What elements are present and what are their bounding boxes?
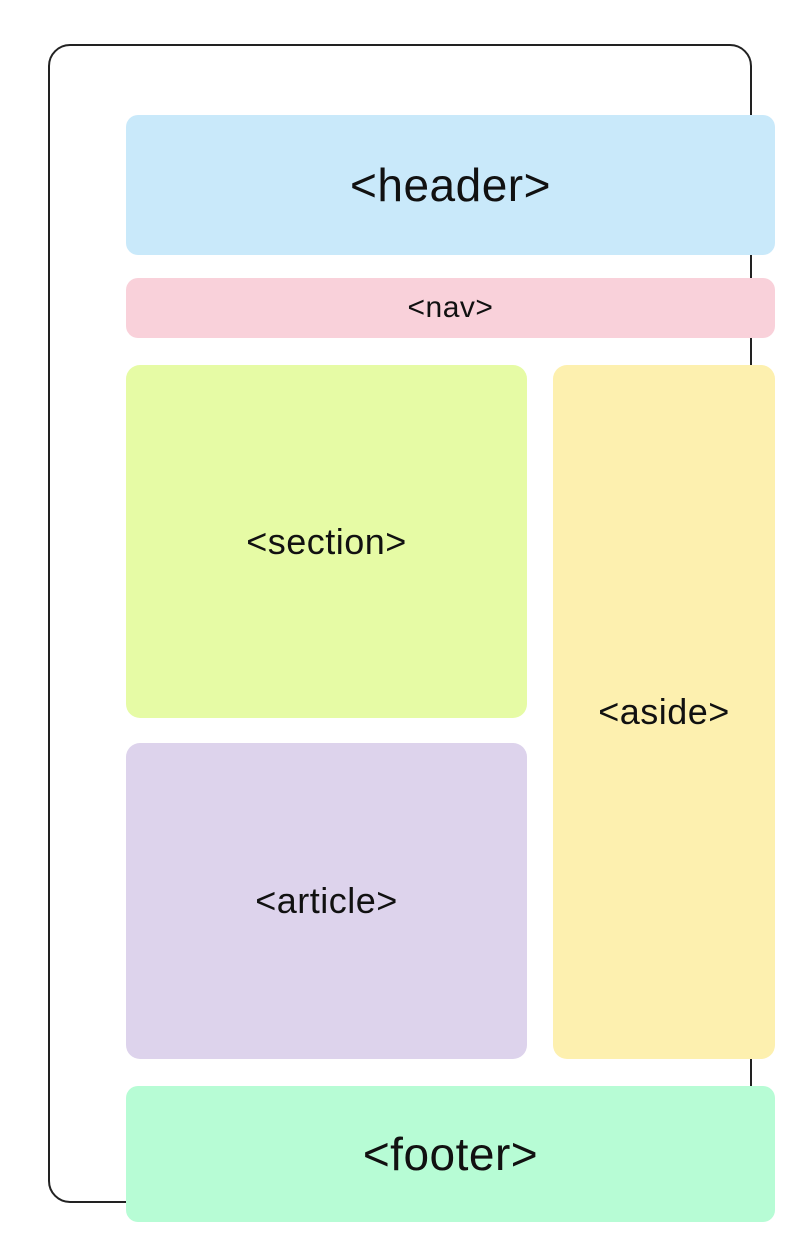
nav-block: <nav> — [126, 278, 775, 338]
header-block: <header> — [126, 115, 775, 255]
page-outline-container: <header> <nav> <section> <aside> <articl… — [48, 44, 775, 1222]
section-block-label: <section> — [246, 520, 407, 562]
header-block-label: <header> — [350, 159, 551, 211]
footer-block-label: <footer> — [362, 1128, 539, 1180]
article-block-label: <article> — [255, 880, 398, 921]
footer-block: <footer> — [126, 1086, 775, 1222]
nav-block-label: <nav> — [407, 291, 494, 324]
aside-block-label: <aside> — [598, 691, 730, 732]
article-block: <article> — [126, 743, 527, 1059]
aside-block: <aside> — [553, 365, 775, 1059]
section-block: <section> — [126, 365, 527, 718]
